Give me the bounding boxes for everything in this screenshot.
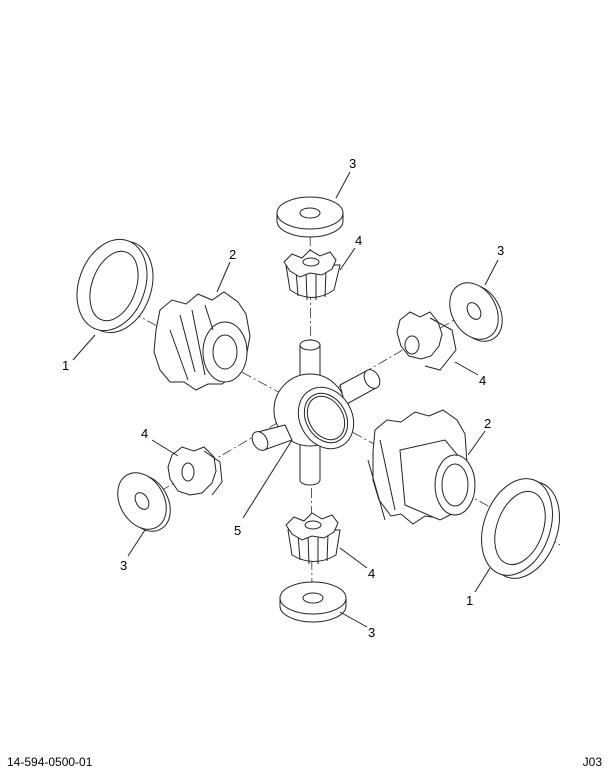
washer-top xyxy=(276,196,344,238)
side-gear-left xyxy=(153,291,251,391)
callout-washer-left: 3 xyxy=(120,558,127,573)
callout-pinion-right: 4 xyxy=(479,373,486,388)
callout-thrust-washer-right: 1 xyxy=(466,593,473,608)
callout-washer-right: 3 xyxy=(497,243,504,258)
pinion-gear-top xyxy=(283,249,341,301)
thrust-washer-left xyxy=(76,238,154,334)
pinion-gear-bottom xyxy=(285,512,341,565)
washer-bottom xyxy=(279,581,347,623)
side-gear-right xyxy=(367,409,476,525)
callout-washer-bottom: 3 xyxy=(368,625,375,640)
pinion-gear-left xyxy=(167,446,223,496)
document-number: 14-594-0500-01 xyxy=(7,755,93,769)
washer-right xyxy=(449,282,503,342)
sheet-code: J03 xyxy=(582,755,602,769)
callout-washer-top: 3 xyxy=(349,156,356,171)
leader-lines xyxy=(72,171,499,628)
pinion-gear-right xyxy=(396,311,457,371)
thrust-washer-right xyxy=(481,478,560,579)
differential-spider xyxy=(251,339,381,486)
washer-left xyxy=(117,472,171,532)
callout-side-gear-right: 2 xyxy=(484,416,491,431)
callout-pinion-bottom: 4 xyxy=(368,566,375,581)
callout-pinion-top: 4 xyxy=(355,233,362,248)
callout-side-gear-left: 2 xyxy=(229,247,236,262)
callout-spider: 5 xyxy=(234,523,241,538)
callout-pinion-left: 4 xyxy=(141,426,148,441)
callout-thrust-washer-left: 1 xyxy=(62,358,69,373)
